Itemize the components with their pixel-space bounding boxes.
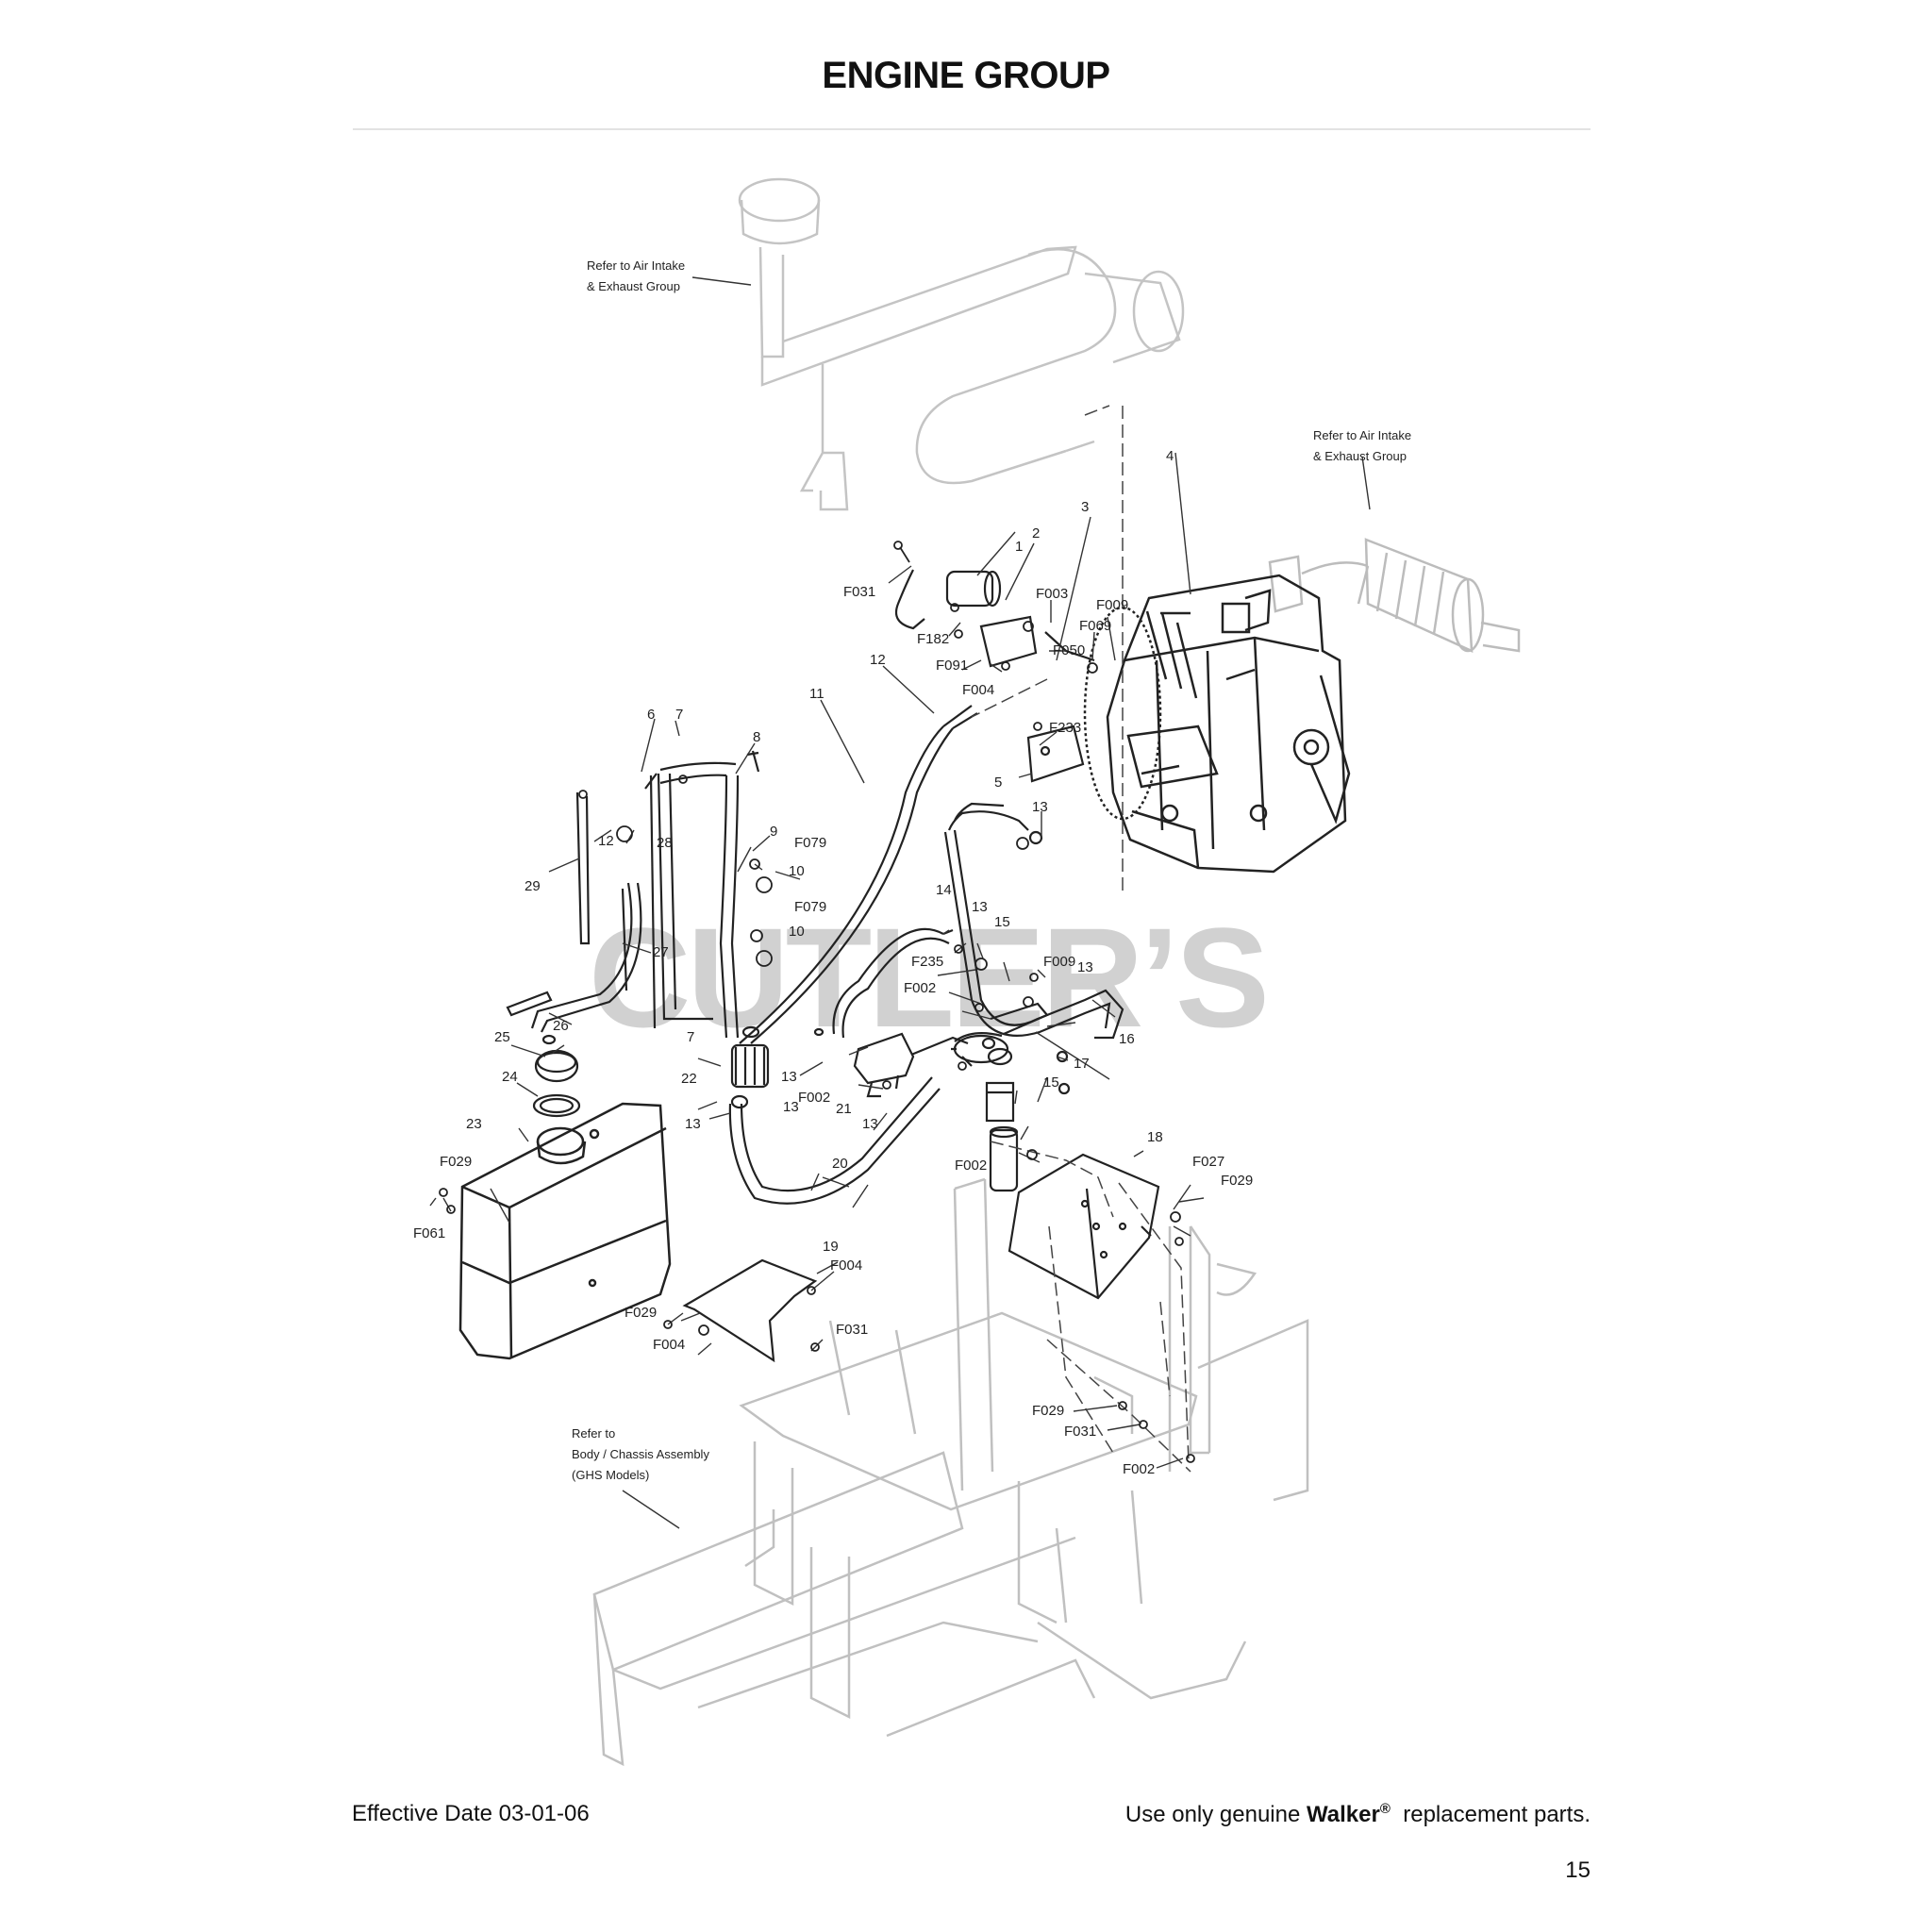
callout-label: F233 — [1049, 720, 1081, 736]
fasteners — [439, 541, 1195, 1463]
callout-label: 25 — [494, 1029, 510, 1045]
callout-label: F002 — [904, 980, 936, 996]
reference-notes: Refer to Air Intake & Exhaust Group Refe… — [572, 258, 1411, 1482]
callout-label: 10 — [789, 924, 805, 940]
callout-label: F029 — [1221, 1173, 1253, 1189]
callout-label: F002 — [955, 1158, 987, 1174]
callout-label: 10 — [789, 863, 805, 879]
callout-label: 27 — [653, 944, 669, 960]
callout-label: F069 — [1079, 618, 1111, 634]
notice-suffix: replacement parts. — [1390, 1802, 1591, 1827]
air-intake-ghost-assembly — [738, 177, 1185, 511]
callout-label: 24 — [502, 1069, 518, 1085]
ref-air-intake-right-line2: & Exhaust Group — [1313, 449, 1407, 463]
fuel-hoses — [530, 705, 1124, 1205]
callout-label: 15 — [994, 914, 1010, 930]
callout-label: F079 — [794, 835, 826, 851]
solenoid-bracket-assembly — [894, 569, 1095, 783]
callout-label: 13 — [1032, 799, 1048, 815]
engine-block — [1083, 574, 1351, 874]
callout-label: 28 — [657, 835, 673, 851]
fuel-tank — [458, 1102, 672, 1360]
callout-label: F004 — [830, 1257, 862, 1274]
callout-label: 23 — [466, 1116, 482, 1132]
callout-label: 15 — [1043, 1074, 1059, 1091]
callout-label: 12 — [870, 652, 886, 668]
ref-air-intake-left-line1: Refer to Air Intake — [587, 258, 685, 273]
callout-label: 7 — [687, 1029, 694, 1045]
callout-label: F031 — [836, 1322, 868, 1338]
callout-label: 13 — [1077, 959, 1093, 975]
callout-label: 19 — [823, 1239, 839, 1255]
ref-air-intake-right-line1: Refer to Air Intake — [1313, 428, 1411, 442]
callout-label: 9 — [770, 824, 777, 840]
callout-label: 22 — [681, 1071, 697, 1087]
genuine-parts-notice: Use only genuine Walker® replacement par… — [1125, 1801, 1591, 1828]
callout-label: 21 — [836, 1101, 852, 1117]
callout-label: F235 — [911, 954, 943, 970]
callout-label: F029 — [440, 1154, 472, 1170]
brand-name: Walker — [1307, 1802, 1380, 1827]
tank-plates — [682, 1153, 1160, 1363]
callout-label: 13 — [783, 1099, 799, 1115]
callout-label: F031 — [843, 584, 875, 600]
callout-label: F182 — [917, 631, 949, 647]
page-number: 15 — [1565, 1857, 1591, 1883]
callout-label: F009 — [1096, 597, 1128, 613]
callout-label: 29 — [525, 878, 541, 894]
registered-mark: ® — [1379, 1801, 1391, 1817]
callout-label: F050 — [1053, 642, 1085, 658]
callout-label: 18 — [1147, 1129, 1163, 1145]
callout-label: F061 — [413, 1225, 445, 1241]
callout-label: F029 — [1032, 1403, 1064, 1419]
ref-body-chassis-line2: Body / Chassis Assembly — [572, 1447, 709, 1461]
callout-label: F009 — [1043, 954, 1075, 970]
callout-label: F091 — [936, 658, 968, 674]
page-title: ENGINE GROUP — [822, 55, 1110, 96]
title-divider — [353, 128, 1591, 130]
fuel-system-parts — [506, 750, 1071, 1192]
ref-body-chassis-line3: (GHS Models) — [572, 1468, 649, 1482]
muffler-ghost — [1268, 538, 1521, 653]
callout-label: 1 — [1015, 539, 1023, 555]
callout-label: F031 — [1064, 1424, 1096, 1440]
callout-label: 8 — [753, 729, 760, 745]
callout-labels: 1 2 3 4 F031 F003 F009 F069 F182 F050 F0… — [413, 448, 1253, 1477]
callout-label: 5 — [994, 774, 1002, 791]
callout-label: F003 — [1036, 586, 1068, 602]
callout-label: 4 — [1166, 448, 1174, 464]
callout-label: 13 — [862, 1116, 878, 1132]
callout-label: 7 — [675, 707, 683, 723]
callout-label: 13 — [972, 899, 988, 915]
ref-air-intake-left-line2: & Exhaust Group — [587, 279, 680, 293]
callout-label: 17 — [1074, 1056, 1090, 1072]
callout-label: F002 — [798, 1090, 830, 1106]
notice-prefix: Use only genuine — [1124, 1802, 1307, 1827]
callout-label: 2 — [1032, 525, 1040, 541]
callout-label: 13 — [781, 1069, 797, 1085]
callout-label: 11 — [809, 686, 824, 702]
callout-label: F002 — [1123, 1461, 1155, 1477]
callout-label: 16 — [1119, 1031, 1135, 1047]
callout-label: F029 — [625, 1305, 657, 1321]
callout-label: 6 — [647, 707, 655, 723]
body-chassis-ghost — [592, 1177, 1309, 1767]
effective-date: Effective Date 03-01-06 — [352, 1801, 590, 1826]
callout-label: F079 — [794, 899, 826, 915]
callout-label: F004 — [962, 682, 994, 698]
callout-label: 14 — [936, 882, 952, 898]
callout-label: F004 — [653, 1337, 685, 1353]
callout-label: 26 — [553, 1018, 569, 1034]
callout-label: 13 — [685, 1116, 701, 1132]
watermark-text: CUTLER’S — [589, 898, 1266, 1057]
callout-label: 12 — [598, 833, 614, 849]
callout-label: F027 — [1192, 1154, 1224, 1170]
ref-body-chassis-line1: Refer to — [572, 1426, 615, 1441]
callout-label: 20 — [832, 1156, 848, 1172]
callout-label: 3 — [1081, 499, 1089, 515]
